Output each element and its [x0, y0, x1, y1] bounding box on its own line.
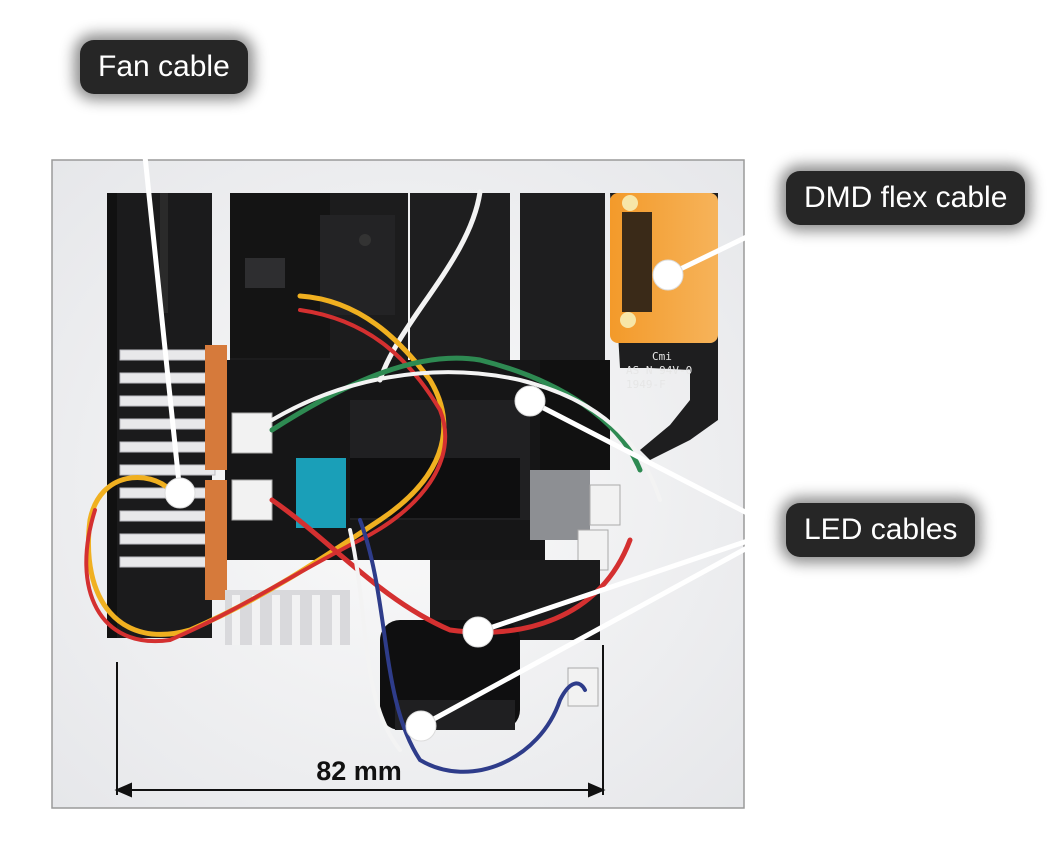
dimension-line: [114, 645, 606, 798]
fan-cable-label: Fan cable: [80, 40, 248, 94]
left-heatsink: [107, 193, 212, 638]
top-black-block: [230, 193, 408, 363]
top-mid-plate: [410, 193, 510, 368]
led-board-bottom: [205, 480, 227, 600]
dmd-flex-cable-label: DMD flex cable: [786, 171, 1026, 225]
cables: [84, 189, 662, 774]
top-right-plate: [520, 193, 605, 368]
dimension-label: 82 mm: [316, 756, 402, 786]
callout-dots: [164, 259, 684, 742]
board-marking: Cmi AS N 94V-0 1949-F: [626, 350, 692, 391]
fan-callout-dot: [164, 477, 196, 509]
dmd-flex-cable: [610, 193, 718, 460]
connector-top: [231, 412, 273, 454]
led-callout-dot-3: [405, 710, 437, 742]
bottom-heatsink: [225, 590, 350, 645]
callout-lines: [137, 105, 793, 729]
led-callout-dot-1: [514, 385, 546, 417]
connector-right-1: [589, 484, 621, 526]
board-marking-line1: Cmi: [652, 350, 672, 363]
connector-bottom: [231, 479, 273, 521]
board-marking-line2: AS N 94V-0: [626, 364, 692, 377]
led-board-top: [205, 345, 227, 470]
board-marking-line3: 1949-F: [626, 378, 666, 391]
dmd-callout-dot: [652, 259, 684, 291]
led-cables-label: LED cables: [786, 503, 976, 557]
led-callout-dot-2: [462, 616, 494, 648]
